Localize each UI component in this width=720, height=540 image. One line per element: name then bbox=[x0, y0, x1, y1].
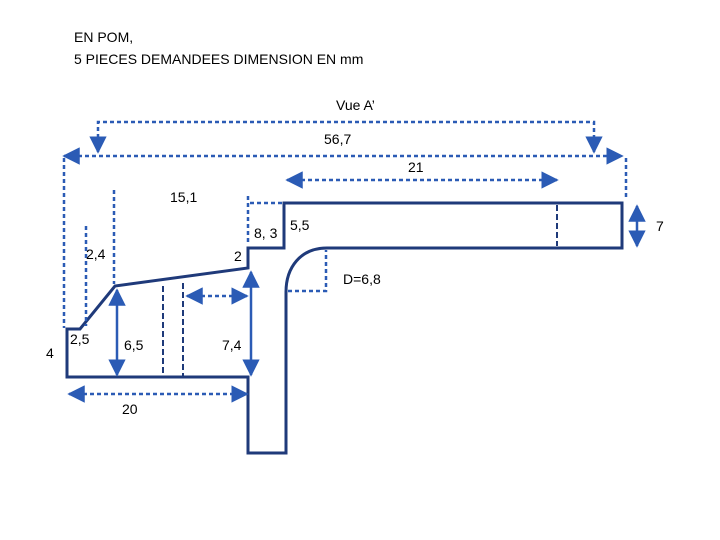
label-left-end: 4 bbox=[46, 345, 54, 361]
label-mid-height: 6,5 bbox=[124, 337, 144, 353]
label-small-step: 2 bbox=[234, 248, 242, 264]
dimension-labels: Vue A’ 56,7 21 15,1 8, 3 5,5 7 2 2,4 D=6… bbox=[46, 97, 664, 417]
label-arm-height: 7 bbox=[656, 218, 664, 234]
material-note: EN POM, bbox=[74, 29, 134, 45]
label-left-height: 15,1 bbox=[170, 189, 197, 205]
label-base-length: 20 bbox=[122, 401, 138, 417]
part-outline bbox=[65, 201, 624, 455]
dimension-lines bbox=[62, 120, 646, 403]
label-stem-height: 7,4 bbox=[222, 337, 242, 353]
dim-line-diameter bbox=[288, 250, 328, 293]
label-overall: 56,7 bbox=[324, 131, 351, 147]
part-profile bbox=[65, 201, 624, 455]
label-view: Vue A’ bbox=[336, 97, 375, 113]
dim-line-view bbox=[89, 120, 603, 154]
drawing-notes: EN POM, 5 PIECES DEMANDEES DIMENSION EN … bbox=[74, 26, 363, 70]
quantity-note: 5 PIECES DEMANDEES DIMENSION EN mm bbox=[74, 51, 364, 67]
label-left-base: 2,5 bbox=[70, 331, 90, 347]
label-arm-height-small: 5,5 bbox=[290, 217, 310, 233]
label-top-length: 21 bbox=[408, 159, 424, 175]
label-step-height: 8, 3 bbox=[254, 225, 278, 241]
label-slope-rise: 2,4 bbox=[86, 246, 106, 262]
label-diameter: D=6,8 bbox=[343, 271, 381, 287]
